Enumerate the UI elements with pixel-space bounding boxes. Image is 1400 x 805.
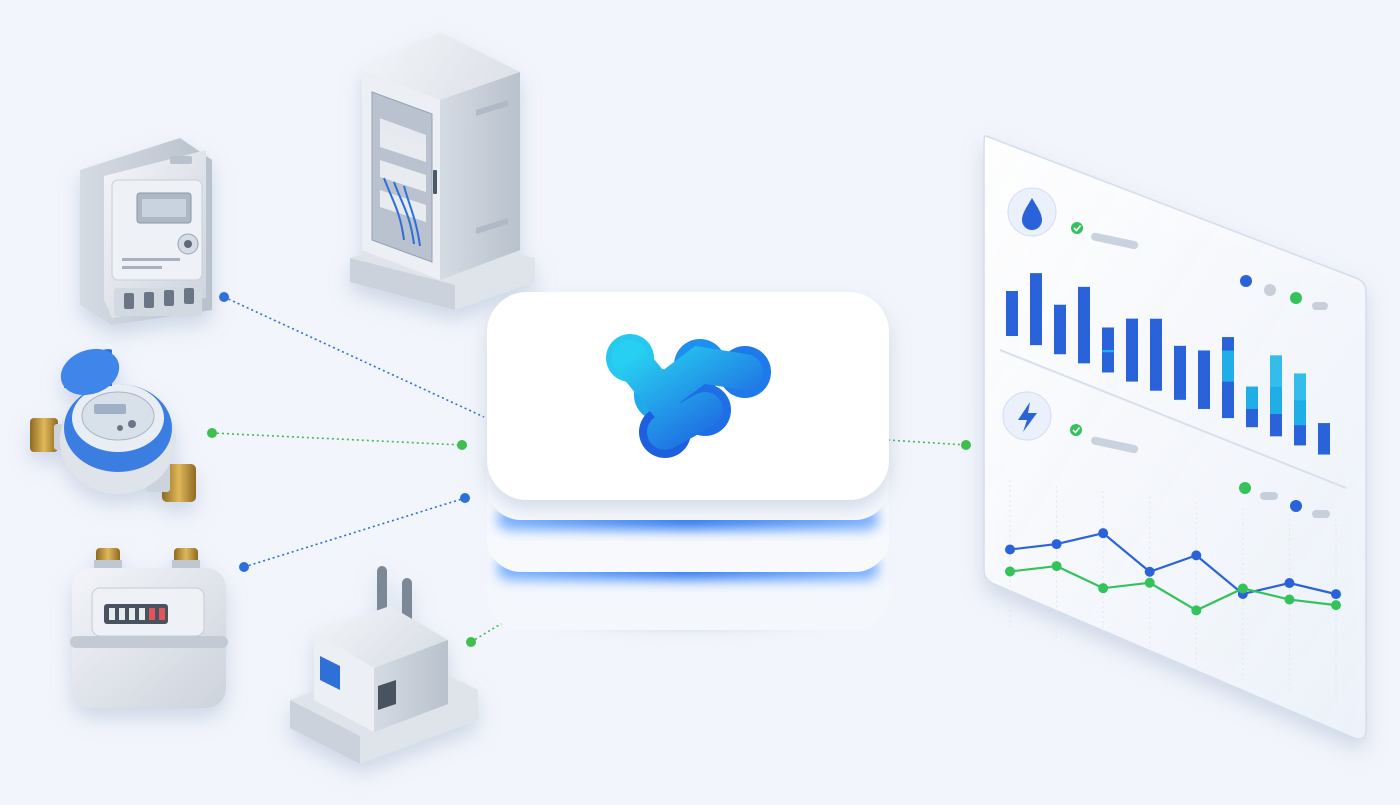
legend-dot [1264,284,1276,296]
central-hub [487,292,889,630]
line-point [1005,544,1015,555]
water-drop-icon [1022,198,1042,230]
link-electricity-meter [223,296,485,418]
bar-overlay [1294,373,1306,426]
line-point [1191,550,1202,561]
line-point [1144,566,1155,577]
bar-overlay [1270,355,1282,415]
line-point [1144,577,1155,588]
line-point [1284,594,1295,605]
line-series [1009,531,1337,596]
status-placeholder-bar [1091,232,1139,250]
line-point [1284,578,1295,589]
link-node-dot [457,440,467,450]
link-water-meter [211,432,463,446]
legend-dot [1290,500,1302,512]
bar-overlay [1222,350,1234,382]
bar [1030,273,1042,346]
line-point [1331,589,1341,600]
link-node-dot [219,292,229,302]
status-placeholder-bar [1091,436,1139,454]
legend-dot [1312,510,1330,518]
dashboard-panel [983,134,1367,740]
bar [1174,345,1186,400]
link-node-dot [460,493,470,503]
line-point [1098,583,1109,594]
line-point [1237,583,1248,594]
bar [1318,423,1330,455]
electricity-meter-icon [80,138,212,325]
panel-divider [999,349,1347,489]
legend-dot [1240,275,1252,287]
line-point [1051,539,1062,550]
link-node-dot [961,440,971,450]
bar [1198,350,1210,409]
legend-dot [1312,302,1328,310]
water-usage-bar-chart [1006,273,1330,455]
bar [1006,291,1018,336]
bar [1054,304,1066,355]
link-node-dot [207,428,217,438]
bar-overlay [1246,386,1258,409]
bar [1150,318,1162,391]
bar-overlay [1102,349,1114,353]
link-node-dot [466,637,476,647]
gas-meter-icon [70,548,228,708]
link-iot-gateway [470,576,579,643]
energy-panel-header [1002,391,1330,518]
server-cabinet-icon [350,32,535,310]
legend-dot [1239,482,1251,494]
link-dashboard [887,439,967,446]
check-circle-icon [1071,222,1083,234]
bar [1078,286,1090,364]
molecule-logo-icon [606,334,771,458]
line-series [1009,564,1337,612]
link-node-dot [239,562,249,572]
line-point [1051,561,1062,572]
check-circle-icon [1070,424,1082,436]
bar [1126,318,1138,382]
lightning-bolt-icon [1018,402,1037,432]
water-meter-icon [30,348,196,502]
line-point [1191,605,1202,616]
line-point [1005,566,1015,577]
water-panel-header [1007,187,1328,310]
antenna-gateway-icon [290,566,478,764]
link-gas-meter [243,497,466,568]
line-point [1331,600,1341,611]
line-point [1098,528,1109,539]
legend-dot [1290,292,1302,304]
legend-dot [1260,492,1278,500]
energy-usage-line-chart [1005,480,1341,702]
